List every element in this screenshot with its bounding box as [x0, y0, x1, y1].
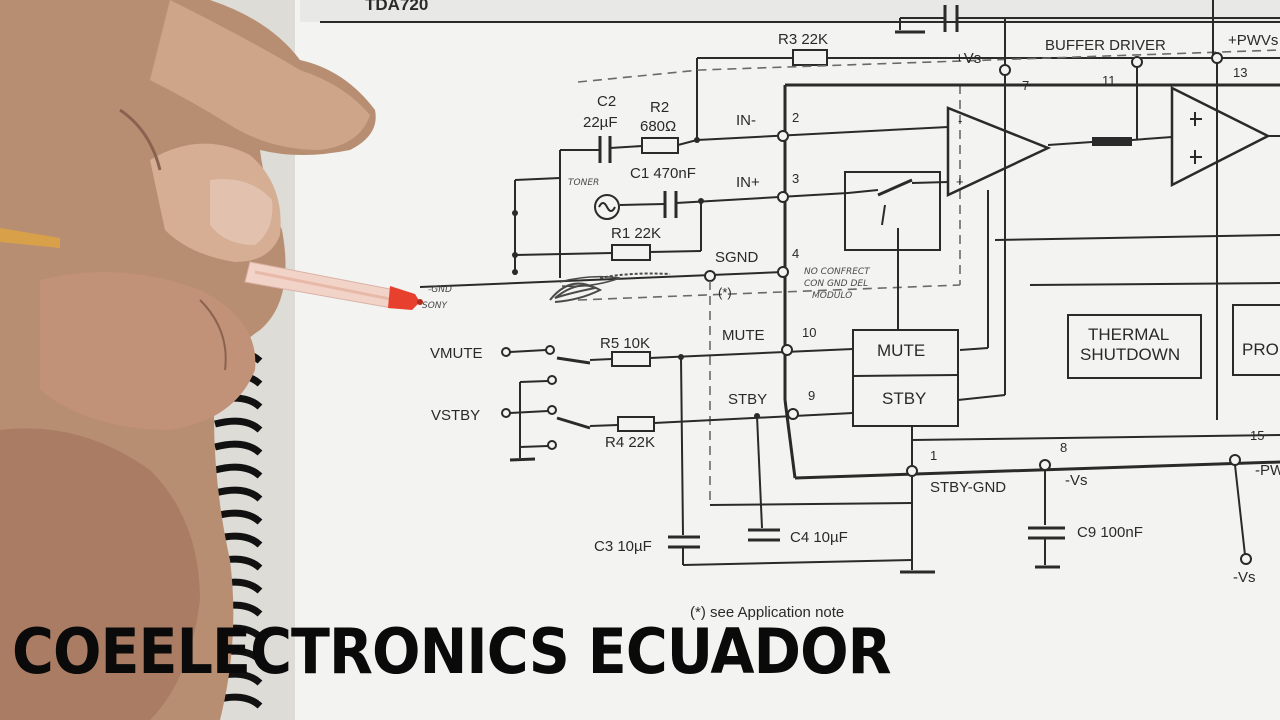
asterisk-note: (*)	[718, 285, 732, 300]
channel-watermark: COEELECTRONICS ECUADOR	[12, 612, 892, 692]
hand	[0, 0, 376, 720]
r5-label: R5 10K	[600, 335, 650, 352]
handwritten-gnd: -GND	[428, 285, 452, 295]
application-note: (*) see Application note	[690, 604, 844, 621]
watermark-part-1: COEEL	[12, 615, 213, 688]
pen-tip	[388, 286, 420, 310]
opamp-triangle	[946, 106, 1052, 197]
pin-13: 13	[1233, 65, 1247, 80]
schematic-diagram: R3 22K +Vs BUFFER DRIVER +PWVs 7 11 13 -…	[419, 0, 1280, 621]
pw-minus-label: -PW	[1255, 462, 1280, 479]
title-fragment: TDA720	[365, 0, 428, 14]
thermal-label-2: SHUTDOWN	[1080, 345, 1180, 364]
c2-value: 22µF	[583, 114, 618, 131]
c1-label: C1 470nF	[630, 165, 696, 182]
c9-label: C9 100nF	[1077, 524, 1143, 541]
vs-plus-label: +Vs	[955, 50, 981, 67]
stby-pin-label: STBY	[728, 391, 767, 408]
r1-label: R1 22K	[611, 225, 661, 242]
protection-block	[1232, 304, 1280, 376]
buffer-triangle	[1170, 85, 1271, 188]
in-plus-label: IN+	[736, 174, 760, 191]
handwritten-note-1: NO CONFRECT	[804, 267, 871, 277]
r2-value: 680Ω	[640, 118, 676, 135]
vmute-label: VMUTE	[430, 345, 483, 362]
thermal-label-1: THERMAL	[1088, 325, 1169, 344]
pin-4: 4	[792, 246, 799, 261]
in-minus-label: IN-	[736, 112, 756, 129]
pwvs-label: +PWVs	[1228, 32, 1278, 49]
r4-label: R4 22K	[605, 434, 655, 451]
buffer-driver-label: BUFFER DRIVER	[1045, 37, 1166, 54]
pin-11: 11	[1102, 73, 1116, 88]
pencil-scribble	[549, 272, 671, 303]
r3-label: R3 22K	[778, 31, 828, 48]
pin-7: 7	[1022, 78, 1029, 93]
mute-pin-label: MUTE	[722, 327, 765, 344]
pin-8: 8	[1060, 440, 1067, 455]
svg-text:-: -	[958, 113, 962, 128]
watermark-part-2: ECTRONICS	[212, 615, 570, 688]
pen	[0, 228, 423, 310]
signal-source-icon	[594, 194, 620, 220]
handwritten-sony: SONY	[422, 301, 449, 311]
thermal-shutdown-block	[1067, 314, 1202, 379]
c2-label: C2	[597, 93, 616, 110]
vs-minus-label: -Vs	[1065, 472, 1088, 489]
handwritten-note-2: CON GND DEL	[804, 279, 868, 289]
vstby-label: VSTBY	[431, 407, 480, 424]
pin-15: 15	[1250, 428, 1264, 443]
pin-1: 1	[930, 448, 937, 463]
pin-9: 9	[808, 388, 815, 403]
c3-label: C3 10µF	[594, 538, 652, 555]
vs-minus-2-label: -Vs	[1233, 569, 1256, 586]
mute-stby-block	[852, 329, 959, 427]
protection-label: PRO	[1242, 340, 1279, 359]
watermark-part-3: ECUADOR	[587, 615, 892, 688]
c4-label: C4 10µF	[790, 529, 848, 546]
mute-block-label: MUTE	[877, 341, 925, 360]
handwritten-toner: TONER	[568, 178, 599, 188]
pin-3: 3	[792, 171, 799, 186]
stby-block-label: STBY	[882, 389, 926, 408]
handwritten-note-3: MODULO	[812, 291, 852, 301]
sgnd-label: SGND	[715, 249, 759, 266]
r2-label: R2	[650, 99, 669, 116]
input-switch	[844, 171, 941, 251]
pin-10: 10	[802, 325, 816, 340]
svg-text:+: +	[956, 174, 964, 189]
stby-gnd-label: STBY-GND	[930, 479, 1006, 496]
pin-2: 2	[792, 110, 799, 125]
